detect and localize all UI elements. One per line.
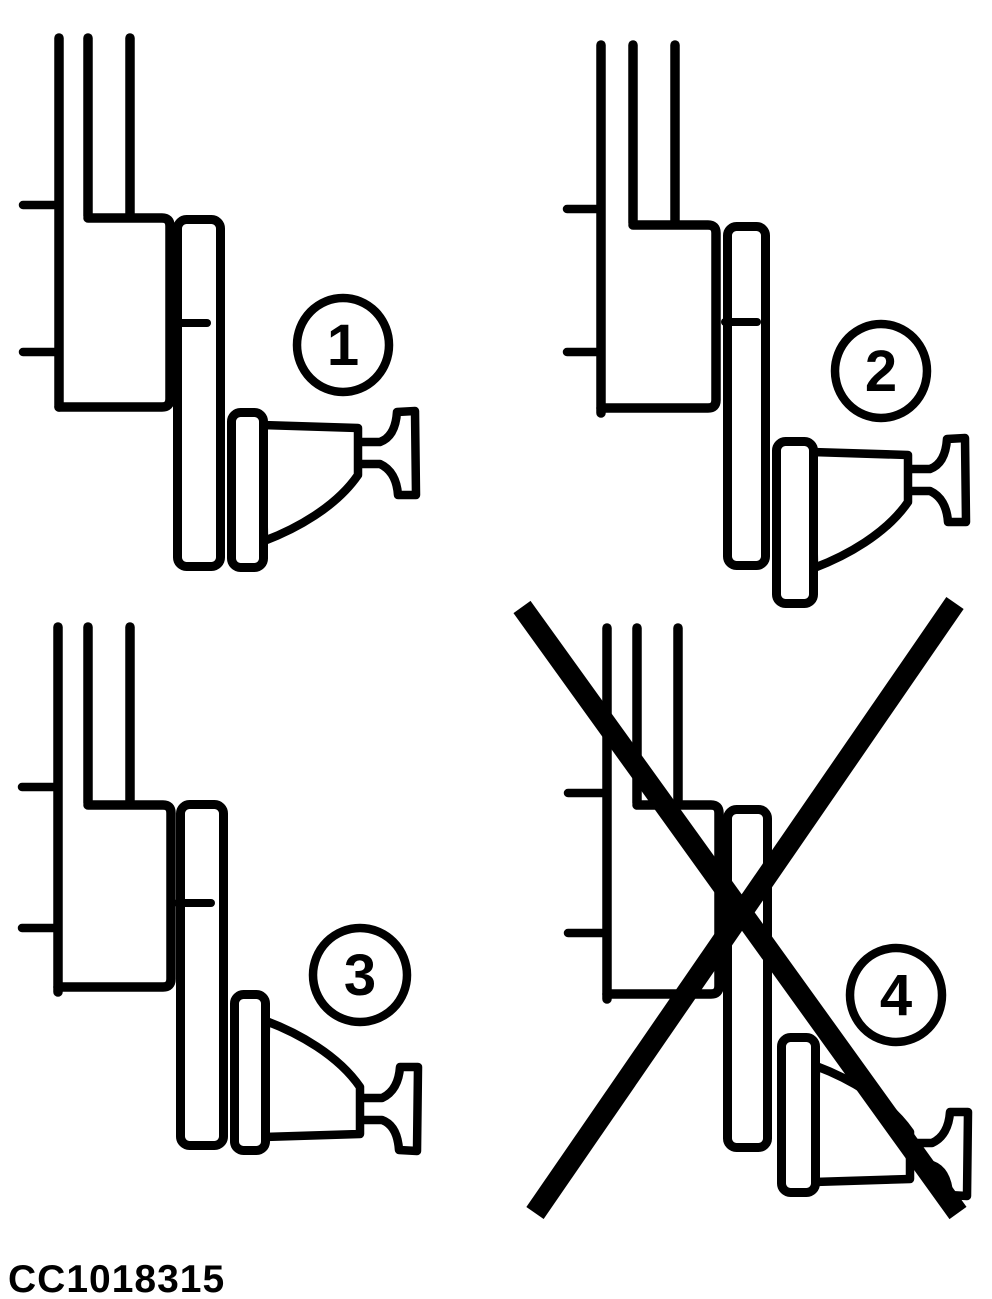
frame-rail <box>563 623 724 1004</box>
inner-bar <box>230 990 270 1155</box>
position-callout-2: 2 <box>830 319 932 423</box>
panel-3: 3 <box>17 622 418 1155</box>
figure-code-text: CC1018315 <box>8 1258 225 1299</box>
outer-bar <box>176 800 228 1150</box>
callout-circle <box>830 319 932 423</box>
callout-circle <box>845 943 947 1047</box>
position-callout-1: 1 <box>292 293 394 397</box>
rail-step-outline <box>54 213 175 412</box>
callout-circle <box>308 923 412 1027</box>
callout-number: 1 <box>327 313 359 378</box>
prohibition-x-icon <box>513 597 967 1220</box>
hose-fitting-icon <box>262 411 416 541</box>
rail-step-outline <box>53 800 176 992</box>
callout-number: 4 <box>880 963 912 1028</box>
position-callout-3: 3 <box>308 923 412 1027</box>
frame-rail <box>18 33 175 412</box>
frame-rail <box>17 622 176 997</box>
callout-number: 3 <box>344 943 376 1008</box>
outer-bar <box>723 222 770 570</box>
rail-step-outline <box>602 800 724 999</box>
outer-bar <box>173 215 225 571</box>
hose-fitting-icon <box>264 1021 418 1151</box>
inner-bar <box>772 437 818 608</box>
panel-1: 1 <box>18 33 416 572</box>
inner-bar <box>777 1033 820 1197</box>
outer-bar <box>723 805 772 1152</box>
hose-fitting-icon <box>812 438 966 568</box>
inner-bar <box>227 408 268 572</box>
panel-4: 4 <box>513 597 968 1220</box>
panel-2: 2 <box>562 40 966 608</box>
position-callout-4: 4 <box>845 943 947 1047</box>
rail-step-outline <box>596 220 721 413</box>
x-stroke-slash <box>526 597 964 1219</box>
callout-circle <box>292 293 394 397</box>
callout-number: 2 <box>865 339 897 404</box>
frame-rail <box>562 40 721 418</box>
